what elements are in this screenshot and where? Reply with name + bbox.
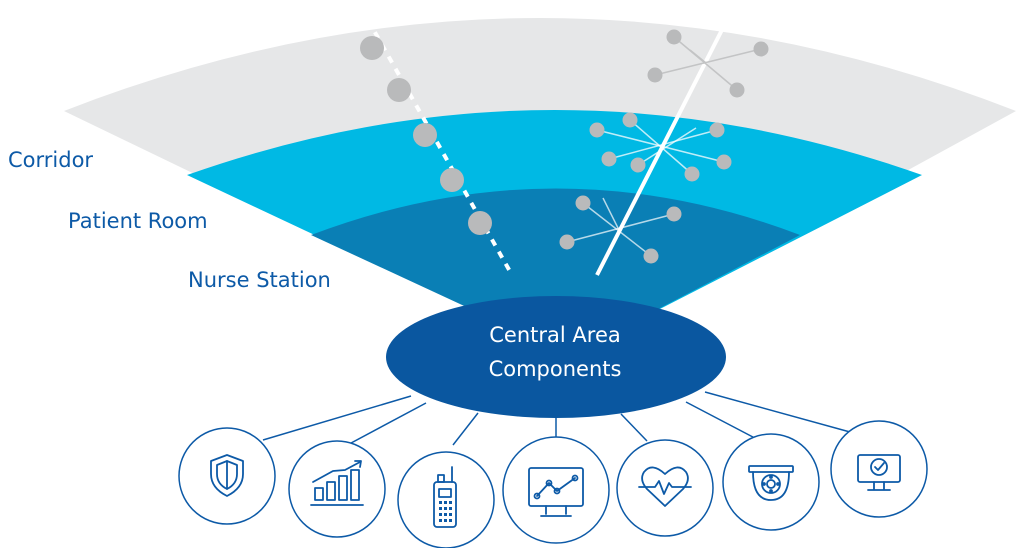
component-heartbeat	[616, 439, 714, 537]
central-area-ellipse	[386, 296, 726, 418]
left-path	[360, 19, 514, 276]
corridor-node-cluster	[647, 29, 769, 98]
growth-chart-icon	[310, 460, 364, 506]
path-node	[387, 78, 411, 102]
zone-label-patient-room: Patient Room	[68, 209, 208, 233]
central-area-line-1: Central Area	[489, 323, 621, 347]
heartbeat-icon	[638, 466, 692, 507]
monitor-check-icon	[857, 454, 901, 491]
zone-label-nurse-station: Nurse Station	[188, 268, 331, 292]
component-radio	[397, 451, 495, 549]
path-node	[360, 36, 384, 60]
nurse-station-node-cluster	[559, 195, 682, 264]
central-area-line-2: Components	[488, 357, 622, 381]
nurse-station-band	[311, 188, 800, 355]
shield-icon	[210, 454, 244, 497]
dome-camera-icon	[748, 465, 794, 501]
component-monitor-analytics	[502, 436, 610, 544]
component-growth	[288, 440, 386, 538]
central-area-title: Central Area Components	[405, 318, 705, 386]
path-node	[440, 168, 464, 192]
radio-device-icon	[433, 466, 457, 528]
patient-room-node-cluster	[589, 112, 732, 182]
monitor-analytics-icon	[528, 467, 584, 517]
path-node	[468, 211, 492, 235]
path-node	[413, 123, 437, 147]
component-shield	[178, 427, 276, 525]
zone-label-corridor: Corridor	[8, 148, 94, 172]
component-monitor-check	[830, 420, 928, 518]
component-camera	[722, 433, 820, 531]
